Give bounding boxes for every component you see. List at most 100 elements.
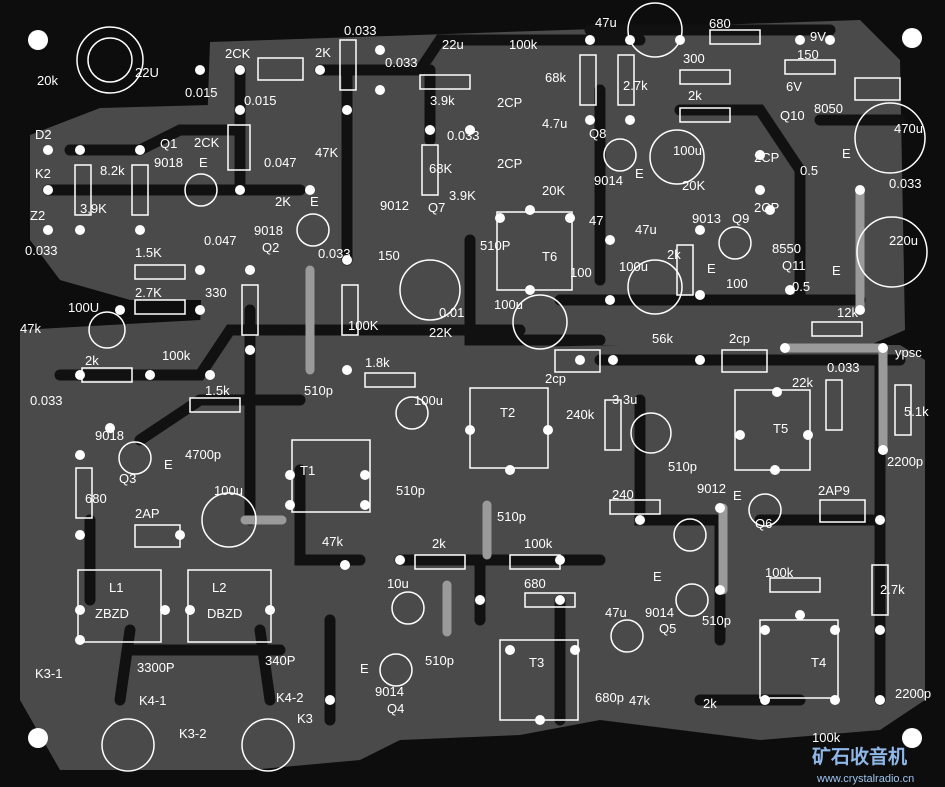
- component-label: 3.9k: [430, 93, 455, 108]
- solder-pad: [755, 185, 765, 195]
- component-label: 0.5: [800, 163, 818, 178]
- solder-pad: [855, 305, 865, 315]
- component-label: 2k: [432, 536, 446, 551]
- component-label: 5.1k: [904, 404, 929, 419]
- solder-pad: [75, 370, 85, 380]
- solder-pad: [245, 345, 255, 355]
- solder-pad: [75, 530, 85, 540]
- component-label: Q7: [428, 200, 445, 215]
- solder-pad: [175, 530, 185, 540]
- component-label: 150: [378, 248, 400, 263]
- solder-pad: [625, 35, 635, 45]
- solder-pad: [375, 85, 385, 95]
- solder-pad: [875, 625, 885, 635]
- component-label: 47k: [629, 693, 650, 708]
- solder-pad: [375, 45, 385, 55]
- solder-pad: [315, 65, 325, 75]
- solder-pad: [195, 65, 205, 75]
- solder-pad: [543, 425, 553, 435]
- component-label: 47k: [322, 534, 343, 549]
- component-label: 9018: [95, 428, 124, 443]
- solder-pad: [785, 285, 795, 295]
- solder-pad: [875, 515, 885, 525]
- component-label: 680: [85, 491, 107, 506]
- component-label: 0.047: [204, 233, 237, 248]
- component-label: Q1: [160, 136, 177, 151]
- solder-pad: [855, 185, 865, 195]
- component-label: 0.033: [827, 360, 860, 375]
- solder-pad: [235, 65, 245, 75]
- component-label: Z2: [30, 208, 45, 223]
- solder-pad: [878, 445, 888, 455]
- component-label: 0.033: [447, 128, 480, 143]
- solder-pad: [465, 125, 475, 135]
- component-label: Q5: [659, 621, 676, 636]
- component-label: 240: [612, 487, 634, 502]
- component-label: 470u: [894, 121, 923, 136]
- component-label: 100u: [494, 297, 523, 312]
- component-label: 68K: [429, 161, 452, 176]
- component-label: 680: [524, 576, 546, 591]
- component-label: 8550: [772, 241, 801, 256]
- solder-pad: [505, 645, 515, 655]
- component-label: 100u: [214, 483, 243, 498]
- component-label: 680p: [595, 690, 624, 705]
- solder-pad: [875, 695, 885, 705]
- solder-pad: [342, 255, 352, 265]
- solder-pad: [465, 425, 475, 435]
- component-label: E: [707, 261, 716, 276]
- solder-pad: [105, 423, 115, 433]
- component-label: Q11: [782, 258, 806, 273]
- component-label: ypsc: [895, 345, 922, 360]
- component-label: 510p: [396, 483, 425, 498]
- component-label: 22u: [442, 37, 464, 52]
- solder-pad: [695, 355, 705, 365]
- component-label: 510p: [425, 653, 454, 668]
- component-label: 8050: [814, 101, 843, 116]
- component-label: 2k: [85, 353, 99, 368]
- component-label: 2K: [315, 45, 331, 60]
- solder-pad: [160, 605, 170, 615]
- solder-pad: [195, 305, 205, 315]
- component-label: 47u: [635, 222, 657, 237]
- component-label: 510p: [668, 459, 697, 474]
- component-label: Q3: [119, 471, 136, 486]
- component-label: 1.5K: [135, 245, 162, 260]
- solder-pad: [205, 370, 215, 380]
- component-label: 0.033: [25, 243, 58, 258]
- solder-pad: [185, 605, 195, 615]
- component-label: 20K: [542, 183, 565, 198]
- solder-pad: [75, 225, 85, 235]
- solder-pad: [555, 555, 565, 565]
- component-label: 340P: [265, 653, 295, 668]
- component-label: 100U: [68, 300, 99, 315]
- solder-pad: [505, 465, 515, 475]
- component-label: 2AP9: [818, 483, 850, 498]
- component-label: Q2: [262, 240, 279, 255]
- solder-pad: [75, 635, 85, 645]
- component-label: 22k: [792, 375, 813, 390]
- component-label: 3,9K: [80, 201, 107, 216]
- component-label: K2: [35, 166, 51, 181]
- solder-pad: [760, 625, 770, 635]
- solder-pad: [195, 265, 205, 275]
- component-label: 2CP: [497, 156, 522, 171]
- component-label: E: [164, 457, 173, 472]
- solder-pad: [570, 645, 580, 655]
- component-label: 100u: [414, 393, 443, 408]
- solder-pad: [43, 225, 53, 235]
- component-label: 47u: [595, 15, 617, 30]
- component-label: 0.033: [344, 23, 377, 38]
- component-label: 100k: [162, 348, 191, 363]
- component-label: 2CP: [497, 95, 522, 110]
- component-label: 2K: [275, 194, 291, 209]
- component-label: L2: [212, 580, 226, 595]
- component-label: 9012: [380, 198, 409, 213]
- solder-pad: [305, 185, 315, 195]
- component-label: 22U: [135, 65, 159, 80]
- component-label: 9013: [692, 211, 721, 226]
- component-label: 100: [726, 276, 748, 291]
- component-label: 8.2k: [100, 163, 125, 178]
- component-label: 9018: [154, 155, 183, 170]
